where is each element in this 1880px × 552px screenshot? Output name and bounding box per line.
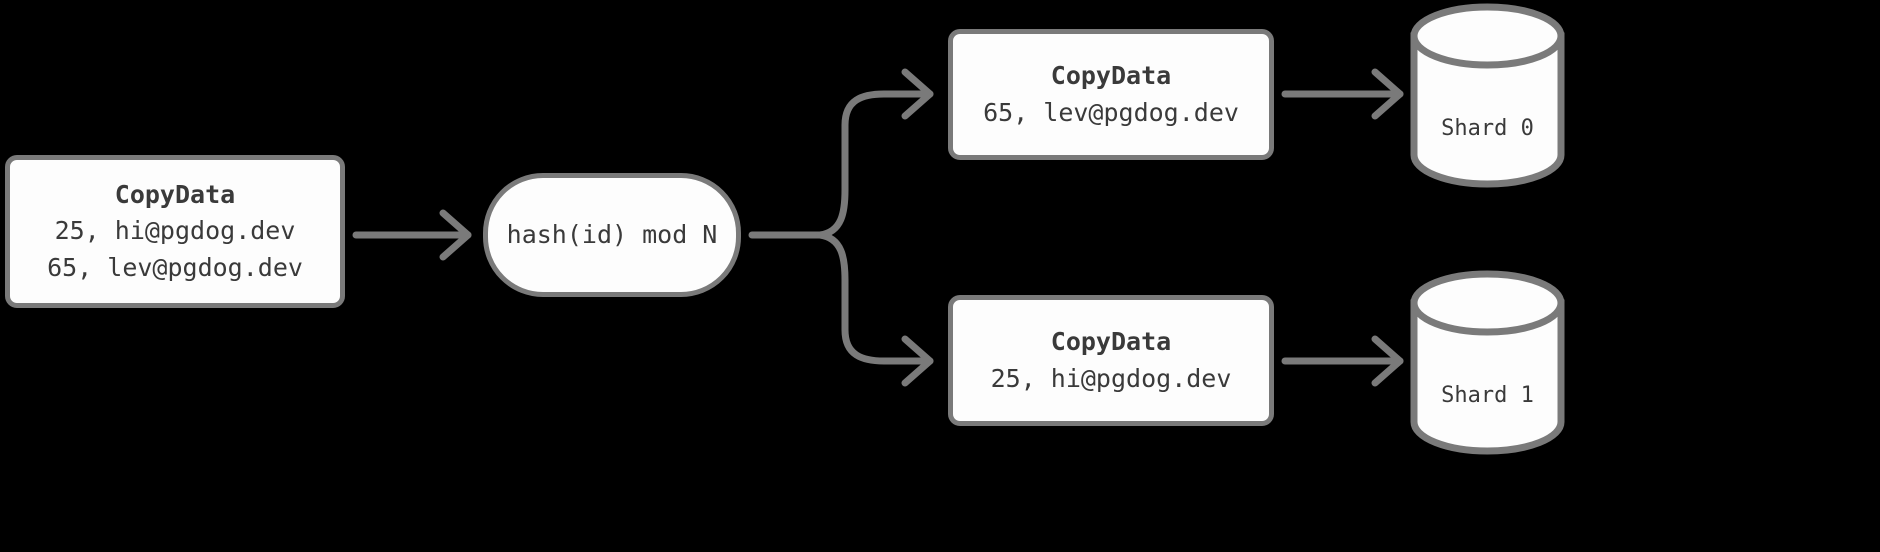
- database-cylinder-icon: [1410, 3, 1565, 188]
- node-hash-router[interactable]: hash(id) mod N: [483, 173, 741, 297]
- node-source-title: CopyData: [114, 180, 236, 210]
- node-shard-0[interactable]: Shard 0: [1410, 3, 1565, 188]
- node-source-row-1: 65, lev@pgdog.dev: [47, 252, 303, 282]
- node-dest-bottom-title: CopyData: [1050, 327, 1172, 357]
- database-cylinder-icon: [1410, 270, 1565, 455]
- edge-dest-bottom-to-shard-1: [1281, 335, 1404, 387]
- node-source-row-0: 25, hi@pgdog.dev: [54, 216, 296, 246]
- shard-0-label: Shard 0: [1441, 116, 1534, 141]
- node-dest-top-title: CopyData: [1050, 61, 1172, 91]
- node-dest-top-row-0: 65, lev@pgdog.dev: [983, 97, 1239, 127]
- shard-1-label: Shard 1: [1441, 383, 1534, 408]
- node-source-copydata[interactable]: CopyData 25, hi@pgdog.dev 65, lev@pgdog.…: [5, 155, 345, 308]
- edge-source-to-router: [352, 209, 472, 261]
- node-dest-bottom-row-0: 25, hi@pgdog.dev: [990, 363, 1232, 393]
- node-dest-top-copydata[interactable]: CopyData 65, lev@pgdog.dev: [948, 29, 1274, 160]
- edge-router-to-dest-bottom: [816, 231, 934, 387]
- node-shard-1[interactable]: Shard 1: [1410, 270, 1565, 455]
- edge-dest-top-to-shard-0: [1281, 68, 1404, 120]
- node-hash-label: hash(id) mod N: [506, 219, 718, 249]
- edge-router-to-dest-top: [816, 68, 934, 239]
- node-dest-bottom-copydata[interactable]: CopyData 25, hi@pgdog.dev: [948, 295, 1274, 426]
